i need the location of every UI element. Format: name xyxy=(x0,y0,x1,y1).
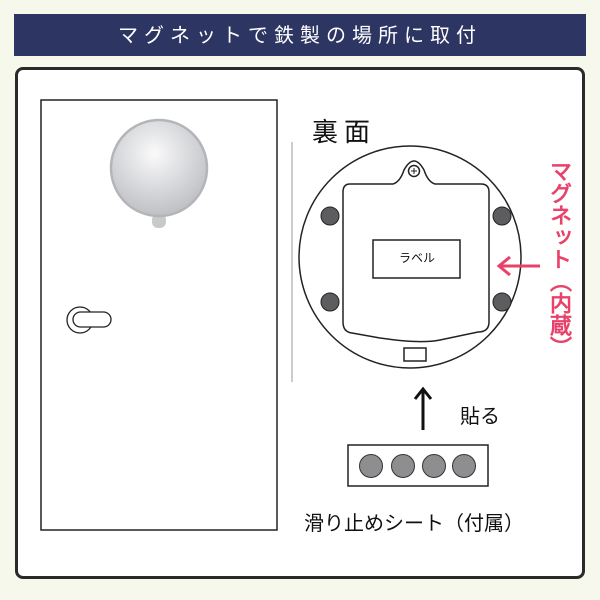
door-handle-icon xyxy=(66,306,112,334)
wall-clock xyxy=(109,118,209,228)
stick-text: 貼る xyxy=(460,404,500,428)
sheet-caption: 滑り止めシート（付属） xyxy=(304,511,524,535)
arrow-up-icon xyxy=(413,386,433,430)
magnet-dots xyxy=(320,206,512,312)
label-box xyxy=(372,239,461,279)
anti-slip-sheet xyxy=(347,444,489,487)
arrow-left-icon xyxy=(496,255,540,277)
magnet-annotation: マグネット（内蔵） xyxy=(546,160,571,358)
header-banner: マグネットで鉄製の場所に取付 xyxy=(14,14,586,56)
clock-back xyxy=(298,145,522,369)
label-text: ラベル xyxy=(398,251,435,265)
back-title: 裏面 xyxy=(312,118,377,148)
